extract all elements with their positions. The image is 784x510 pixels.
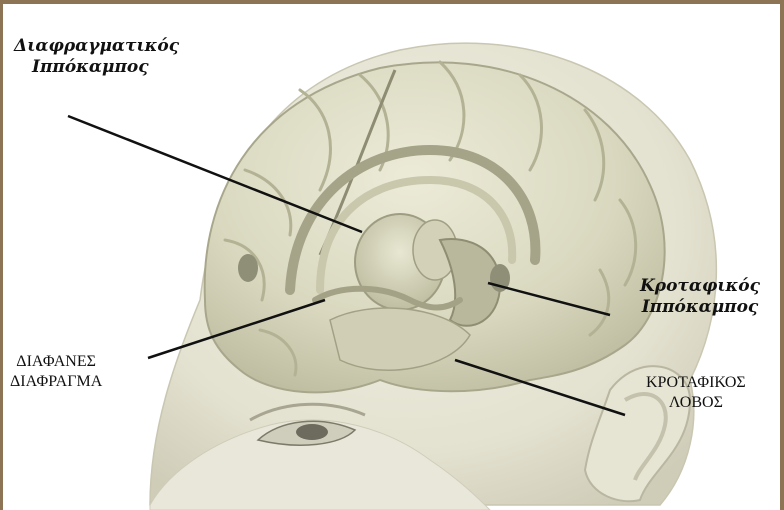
label-temporal-hippocampus-line-1: Κροταφικός xyxy=(640,276,760,297)
label-temporal-hippocampus: Κροταφικός Ιππόκαμπος xyxy=(640,276,760,319)
label-septum-pellucidum-line-1: ΔΙΑΦΑΝΕΣ xyxy=(10,352,102,372)
label-temporal-lobe-line-1: ΚΡΟΤΑΦΙΚΟΣ xyxy=(646,373,746,393)
label-septum-pellucidum: ΔΙΑΦΑΝΕΣ ΔΙΑΦΡΑΓΜΑ xyxy=(10,352,102,392)
label-temporal-lobe: ΚΡΟΤΑΦΙΚΟΣ ΛΟΒΟΣ xyxy=(646,373,746,413)
label-septal-hippocampus: Διαφραγματικός Ιππόκαμπος xyxy=(14,36,179,79)
label-temporal-hippocampus-line-2: Ιππόκαμπος xyxy=(640,297,760,318)
label-temporal-lobe-line-2: ΛΟΒΟΣ xyxy=(646,393,746,413)
label-septal-hippocampus-line-1: Διαφραγματικός xyxy=(14,36,179,57)
label-septal-hippocampus-line-2: Ιππόκαμπος xyxy=(14,57,179,78)
label-septum-pellucidum-line-2: ΔΙΑΦΡΑΓΜΑ xyxy=(10,372,102,392)
